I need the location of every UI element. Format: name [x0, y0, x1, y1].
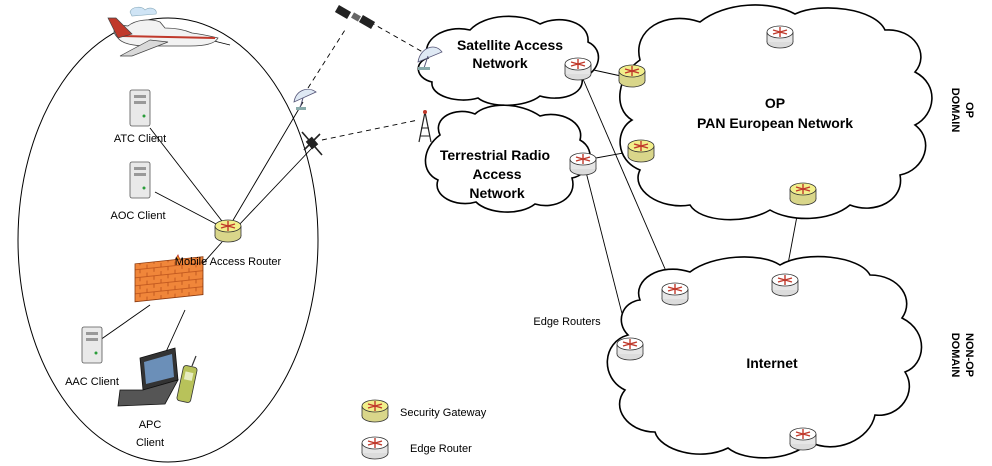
edge-router-internet-4	[789, 427, 817, 451]
legend-security-gateway-label: Security Gateway	[400, 407, 487, 419]
edge-routers-label: Edge Routers	[533, 316, 601, 328]
security-gateway-op-3	[789, 182, 817, 206]
ground-satellite-dish-icon	[417, 46, 443, 70]
edge-router-internet-3	[616, 337, 644, 361]
antenna-icon	[301, 131, 323, 156]
satellite-cloud-label-2: Network	[472, 55, 527, 71]
satellite-cloud-label-1: Satellite Access	[457, 37, 563, 53]
laptop-icon	[117, 347, 179, 407]
internet-cloud	[606, 255, 923, 459]
atc-client-server-icon	[129, 89, 151, 127]
edge-router-internet-1	[661, 282, 689, 306]
internet-label: Internet	[746, 355, 798, 371]
aac-client-server-icon	[81, 326, 103, 364]
satellite-icon	[334, 5, 376, 29]
edge-router-internet-2	[771, 273, 799, 297]
wireless-satdish-satellite	[307, 29, 346, 89]
airplane-icon	[107, 6, 219, 57]
atc-client-label: ATC Client	[114, 133, 166, 145]
legend-security-gateway-icon	[361, 399, 389, 423]
aoc-client-server-icon	[129, 161, 151, 199]
link-router-antenna	[237, 147, 313, 227]
firewall-icon	[134, 253, 204, 303]
link-router-satdish	[231, 101, 304, 223]
op-domain-label: OP DOMAIN	[949, 88, 975, 133]
edge-router-terrestrial	[569, 152, 597, 176]
link-firewall-aac	[99, 304, 151, 341]
legend-edge-router-label: Edge Router	[410, 443, 472, 455]
op-cloud-label-2: PAN European Network	[697, 115, 853, 131]
link-aoc-router	[154, 191, 219, 226]
aircraft-domain-ellipse	[17, 17, 319, 463]
satellite-dish-icon	[293, 88, 317, 110]
legend: Security Gateway Edge Router	[361, 399, 487, 460]
nonop-domain-label: NON-OP DOMAIN	[949, 333, 975, 378]
terrestrial-radio-access-network-cloud	[424, 104, 591, 213]
edge-router-op-top	[766, 25, 794, 49]
link-sat-router-internet	[579, 71, 676, 293]
wireless-antenna-tower	[321, 119, 419, 141]
nonop-domain-line1: NON-OP	[963, 333, 975, 377]
radio-tower-icon	[418, 110, 432, 143]
op-pan-european-network-cloud	[619, 4, 933, 221]
op-cloud-label-1: OP	[765, 95, 785, 111]
mobile-access-router-icon	[214, 219, 242, 243]
op-domain-line2: DOMAIN	[949, 88, 961, 133]
security-gateway-op-1	[618, 64, 646, 88]
link-atc-router	[149, 127, 226, 226]
terrestrial-cloud-label-1: Terrestrial Radio	[440, 147, 550, 163]
legend-edge-router-icon	[361, 436, 389, 460]
aac-client-label: AAC Client	[65, 376, 119, 388]
terrestrial-cloud-label-3: Network	[469, 185, 524, 201]
wireless-satellite-groundsat	[369, 21, 429, 56]
op-domain-line1: OP	[963, 102, 975, 118]
aoc-client-label: AOC Client	[110, 210, 165, 222]
apc-client-label-1: APC	[139, 419, 162, 431]
mobile-phone-icon	[176, 355, 198, 403]
security-gateway-op-2	[627, 139, 655, 163]
terrestrial-cloud-label-2: Access	[472, 166, 521, 182]
nonop-domain-line2: DOMAIN	[949, 333, 961, 378]
edge-router-satellite	[564, 57, 592, 81]
mobile-access-router-label: Mobile Access Router	[175, 256, 282, 268]
apc-client-label-2: Client	[136, 437, 164, 449]
